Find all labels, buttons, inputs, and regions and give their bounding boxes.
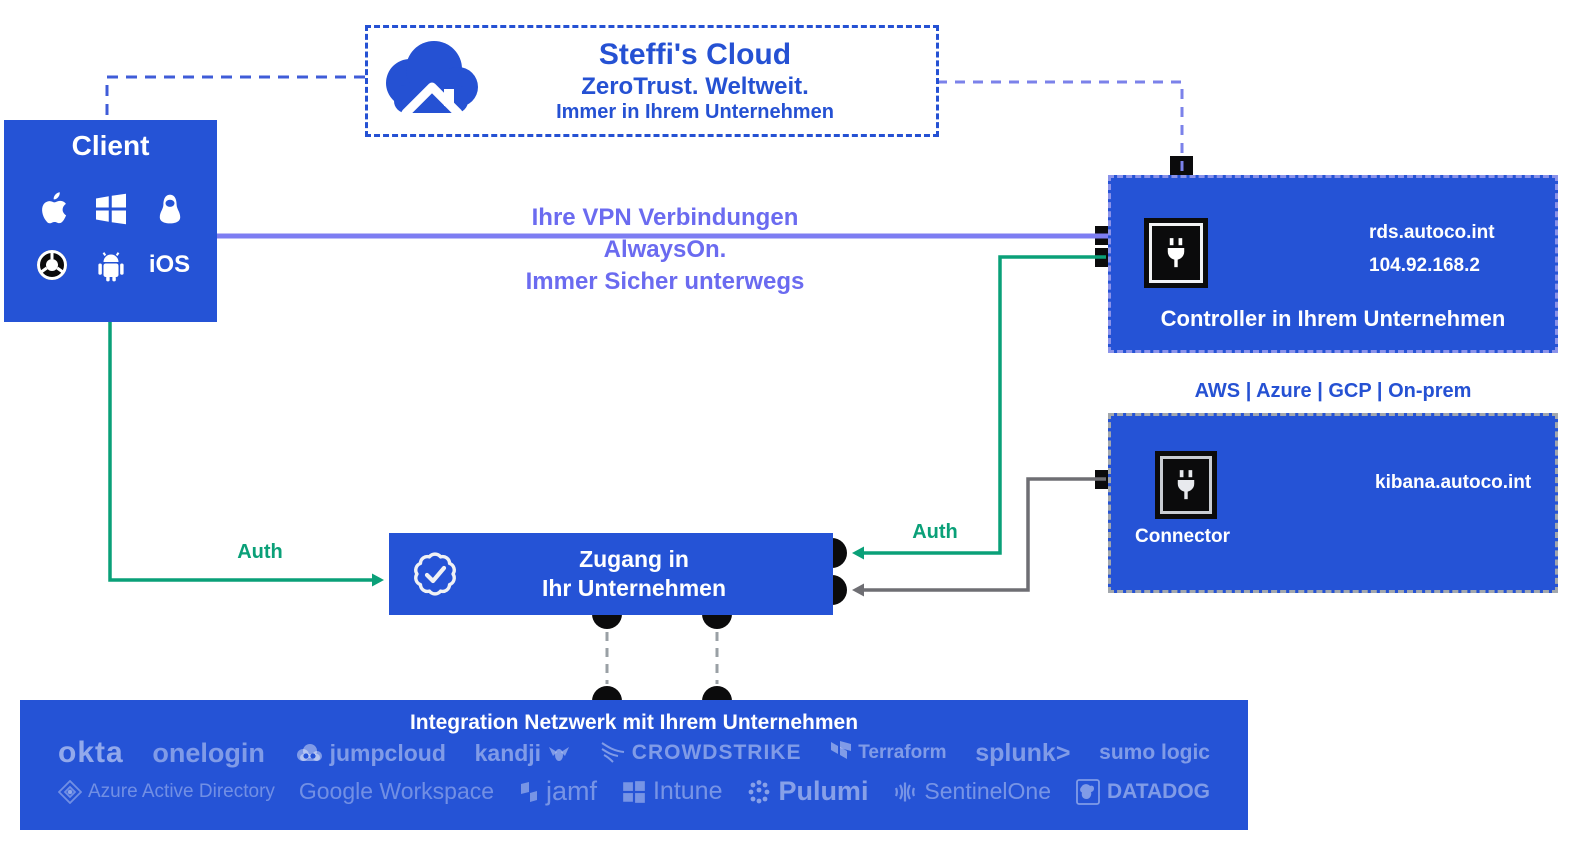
okta-logo: okta xyxy=(58,736,124,769)
sentinelone-logo: SentinelOne xyxy=(892,778,1051,805)
vpn-caption: Ihre VPN Verbindungen AlwaysOn. Immer Si… xyxy=(420,202,910,298)
google-workspace-logo: Google Workspace xyxy=(298,778,495,804)
integration-title: Integration Netzwerk mit Ihrem Unternehm… xyxy=(409,711,859,734)
banner-port-right xyxy=(702,686,732,701)
auth-line-controller-to-access xyxy=(864,255,1106,555)
cloud-box-title: Steffi's Cloud xyxy=(598,38,792,72)
cloud-box-subtitle: ZeroTrust. Weltweit. xyxy=(581,72,809,100)
datadog-logo: DATADOG xyxy=(1075,778,1210,806)
jamf-icon xyxy=(521,781,537,802)
windows-icon xyxy=(95,193,126,225)
vpn-caption-line3: Immer Sicher unterwegs xyxy=(525,268,805,295)
cloud-providers-label: AWS | Azure | GCP | On-prem xyxy=(1194,380,1472,402)
plug-icon-connector xyxy=(1155,451,1217,519)
access-port-right-bottom xyxy=(832,575,847,605)
apple-icon xyxy=(41,192,66,224)
ios-label: iOS xyxy=(148,251,191,278)
access-title-line2: Ihr Unternehmen xyxy=(541,575,727,601)
integration-logo-row-1: okta onelogin jumpcloud kandji CROWDSTRI… xyxy=(20,736,1248,770)
client-box: Client xyxy=(4,120,217,322)
cloud-provider-box: Steffi's Cloud ZeroTrust. Weltweit. Imme… xyxy=(365,25,939,137)
datadog-dog-icon xyxy=(1076,778,1100,805)
endpoint-label-rds: rds.autoco.int xyxy=(1369,222,1495,243)
controller-box: rds.autoco.int 104.92.168.2 Controller i… xyxy=(1108,175,1558,353)
cloud-to-controller-dashed-line xyxy=(937,80,1184,218)
onelogin-logo: onelogin xyxy=(152,737,265,768)
azure-ad-icon xyxy=(58,779,82,804)
crowdstrike-logo: CROWDSTRIKE xyxy=(600,741,802,765)
azure-ad-logo: Azure Active Directory xyxy=(58,779,275,804)
auth-arrowhead-left xyxy=(372,573,384,587)
cloud-to-client-dashed-line xyxy=(105,75,365,118)
kandji-bee-icon xyxy=(549,747,570,761)
access-port-bottom-right xyxy=(702,614,732,629)
auth-line-client-to-access xyxy=(108,322,372,582)
endpoint-label-kibana: kibana.autoco.int xyxy=(1375,472,1532,493)
banner-port-left xyxy=(592,686,622,701)
terraform-icon xyxy=(831,741,852,759)
tunnel-line-connector-to-access xyxy=(864,477,1106,592)
access-title-line1: Zugang in xyxy=(579,546,689,572)
pulumi-logo: Pulumi xyxy=(746,776,868,807)
tunnel-arrowhead xyxy=(852,583,864,597)
crowdstrike-falcon-icon xyxy=(601,742,624,763)
client-title: Client xyxy=(71,130,150,161)
connector-title: Connector xyxy=(1135,526,1230,547)
access-box: Zugang in Ihr Unternehmen xyxy=(389,533,833,615)
pulumi-icon xyxy=(749,779,770,803)
jumpcloud-logo: jumpcloud xyxy=(294,740,446,767)
terraform-logo: Terraform xyxy=(830,741,947,765)
controller-title: Controller in Ihrem Unternehmen xyxy=(1160,306,1506,331)
linux-icon xyxy=(159,194,180,224)
kandji-logo: kandji xyxy=(475,740,571,767)
intune-logo: Intune xyxy=(621,777,722,806)
verified-badge-icon xyxy=(414,552,456,596)
client-platform-grid: iOS xyxy=(4,162,217,284)
jamf-logo: jamf xyxy=(518,776,597,807)
chrome-icon xyxy=(36,250,67,280)
auth-label-right: Auth xyxy=(912,521,958,543)
access-port-right-top xyxy=(832,538,847,568)
integration-logo-row-2: Azure Active Directory Google Workspace … xyxy=(20,776,1248,807)
intune-windows-icon xyxy=(623,780,645,803)
sentinelone-icon xyxy=(895,782,916,801)
sumologic-logo: sumo logic xyxy=(1099,741,1210,764)
splunk-logo: splunk> xyxy=(975,738,1071,767)
integration-banner: Integration Netzwerk mit Ihrem Unternehm… xyxy=(20,700,1248,830)
vpn-caption-line2: AlwaysOn. xyxy=(603,236,727,263)
android-icon xyxy=(97,252,124,282)
plug-icon xyxy=(1144,218,1208,288)
jumpcloud-cloud-icon xyxy=(296,744,322,761)
auth-label-left: Auth xyxy=(237,541,283,563)
connector-box: Connector kibana.autoco.int xyxy=(1108,413,1558,593)
auth-arrowhead-right xyxy=(852,546,864,560)
cloud-box-tagline: Immer in Ihrem Unternehmen xyxy=(556,100,834,123)
endpoint-label-ip: 104.92.168.2 xyxy=(1369,255,1480,276)
access-port-bottom-left xyxy=(592,614,622,629)
vpn-caption-line1: Ihre VPN Verbindungen xyxy=(531,204,799,231)
cloud-home-icon xyxy=(386,41,478,118)
